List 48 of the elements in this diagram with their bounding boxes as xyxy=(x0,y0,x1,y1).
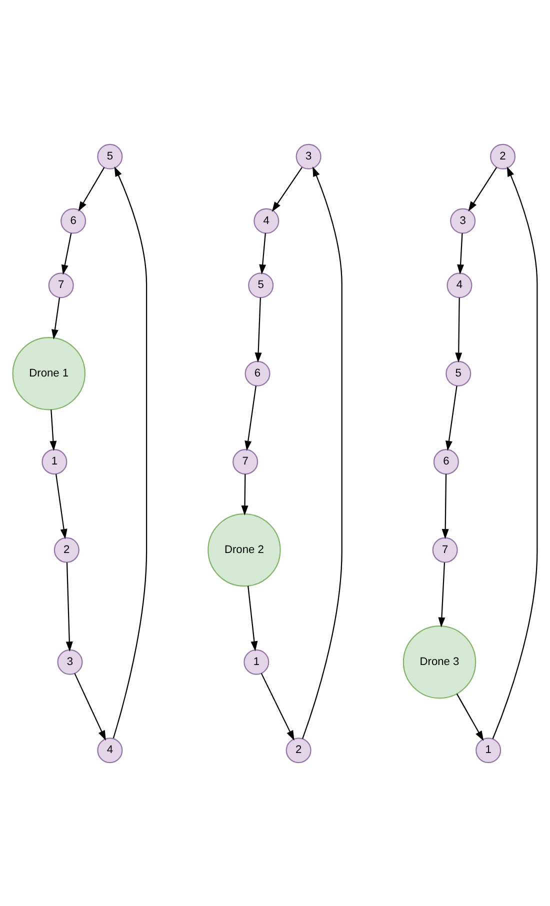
arrow xyxy=(442,474,449,539)
arrow xyxy=(260,672,294,740)
node-circle: 6 xyxy=(433,448,459,474)
node-circle: 1 xyxy=(42,448,68,474)
node-circle: 5 xyxy=(97,143,123,169)
arrow xyxy=(492,166,538,738)
arrow xyxy=(248,585,258,651)
arrow xyxy=(241,474,248,516)
arrow xyxy=(66,562,73,652)
node-circle: 5 xyxy=(248,272,274,298)
arrow xyxy=(438,562,446,627)
node-circle: Drone 2 xyxy=(208,512,281,586)
node-circle: 7 xyxy=(48,272,74,298)
node-circle: Drone 3 xyxy=(402,625,476,698)
node-circle: 1 xyxy=(476,737,502,763)
node-circle: 3 xyxy=(450,208,476,234)
node-circle: 3 xyxy=(296,143,322,169)
arrow xyxy=(456,693,484,740)
arrow xyxy=(446,385,458,450)
node-circle: 2 xyxy=(54,536,80,562)
arrow xyxy=(457,232,464,274)
arrow xyxy=(259,232,266,274)
arrow xyxy=(272,166,302,212)
arrow xyxy=(52,297,60,339)
node-circle: 3 xyxy=(57,648,83,674)
arrow xyxy=(244,385,256,450)
node-circle: 4 xyxy=(446,272,472,298)
node-circle: 5 xyxy=(446,360,472,386)
node-circle: Drone 1 xyxy=(12,336,86,410)
arrow xyxy=(74,672,106,740)
arrow xyxy=(455,297,462,362)
node-circle: 1 xyxy=(244,648,270,674)
arrow xyxy=(50,409,57,450)
node-circle: 7 xyxy=(432,536,458,562)
node-circle: 7 xyxy=(232,448,258,474)
node-circle: 6 xyxy=(244,360,270,386)
arrow xyxy=(254,297,262,362)
node-circle: 2 xyxy=(286,737,312,763)
node-circle: 2 xyxy=(490,143,516,169)
arrow xyxy=(302,166,342,738)
node-circle: 4 xyxy=(97,737,123,763)
arrow xyxy=(78,166,105,211)
node-circle: 6 xyxy=(60,208,86,234)
node-circle: 4 xyxy=(254,208,280,234)
arrow xyxy=(112,166,148,738)
arrow xyxy=(468,166,497,211)
arrow xyxy=(56,474,68,539)
arrow xyxy=(61,232,72,274)
